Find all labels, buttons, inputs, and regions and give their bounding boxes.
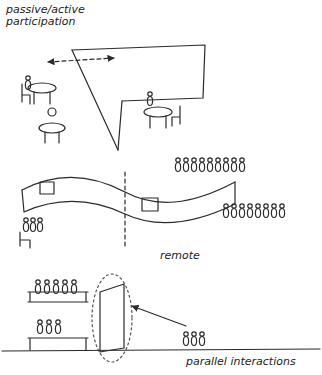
person-figure xyxy=(207,158,212,172)
ground-line xyxy=(2,349,320,351)
person-figure xyxy=(147,92,152,106)
sketch-label: parallel interactions xyxy=(186,356,296,368)
person-figure xyxy=(239,158,244,172)
person-figure xyxy=(191,332,196,346)
person-figure xyxy=(46,320,51,334)
person-figure xyxy=(279,204,284,218)
table-left xyxy=(22,83,56,104)
person-figure xyxy=(255,204,260,218)
person-figure xyxy=(37,218,42,232)
person-figure xyxy=(183,158,188,172)
table-bottom xyxy=(39,108,65,143)
person-figure xyxy=(175,158,180,172)
person-figure xyxy=(25,76,30,90)
person-figure xyxy=(30,218,35,232)
person-figure xyxy=(23,218,28,232)
participation-arrow xyxy=(48,58,114,62)
person-figure xyxy=(271,204,276,218)
person-figure xyxy=(247,204,252,218)
person-figure xyxy=(191,158,196,172)
person-figure xyxy=(239,204,244,218)
person-figure xyxy=(37,320,42,334)
person-figure xyxy=(223,204,228,218)
sketch-label: remote xyxy=(160,250,200,262)
person-figure xyxy=(231,158,236,172)
person-figure xyxy=(183,332,188,346)
person-figure xyxy=(55,320,60,334)
figure-group xyxy=(23,76,284,346)
person-figure xyxy=(199,158,204,172)
sketch-label: passive/active participation xyxy=(6,4,106,28)
person-figure xyxy=(263,204,268,218)
person-figure xyxy=(199,332,204,346)
parallel-panel xyxy=(28,274,186,362)
person-figure xyxy=(231,204,236,218)
remote-band xyxy=(20,172,235,248)
screen-plane xyxy=(72,45,205,150)
person-figure xyxy=(223,158,228,172)
table-right xyxy=(144,106,180,128)
person-figure xyxy=(215,158,220,172)
